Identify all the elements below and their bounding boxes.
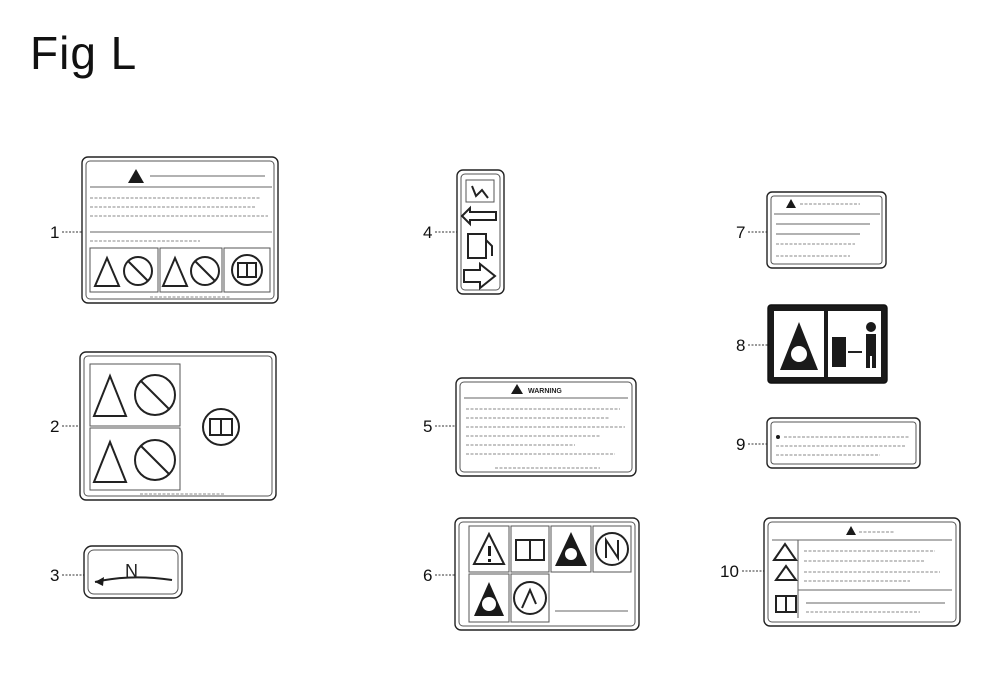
callout-4-number: 4 <box>423 223 432 242</box>
warning-triangle-icon <box>511 384 523 394</box>
callout-7: 7 <box>736 223 768 242</box>
callout-1: 1 <box>50 223 82 242</box>
callout-5: 5 <box>423 417 457 436</box>
prohibition-icon <box>513 581 547 615</box>
direction-letter: N <box>125 561 138 581</box>
warning-triangle-icon <box>92 373 128 417</box>
warning-triangle-icon <box>93 255 121 287</box>
callout-8-number: 8 <box>736 336 745 355</box>
callout-10: 10 <box>720 562 764 581</box>
manual-book-icon <box>231 254 263 286</box>
direction-arrow-icon <box>460 205 497 227</box>
warning-triangle-icon <box>128 169 144 183</box>
callout-10-number: 10 <box>720 562 739 581</box>
warning-triangle-icon <box>92 439 128 483</box>
callout-3: 3 <box>50 566 84 585</box>
thrown-object-icon <box>774 564 798 581</box>
decal-6 <box>454 517 640 631</box>
warning-triangle-icon <box>472 531 506 565</box>
warning-triangle-icon <box>772 542 798 561</box>
decal-5: WARNING <box>455 377 637 477</box>
callout-6: 6 <box>423 566 457 585</box>
manual-book-icon <box>202 408 240 446</box>
callout-6-number: 6 <box>423 566 432 585</box>
decal-3: N <box>83 545 183 599</box>
callout-8: 8 <box>736 336 770 355</box>
decal-8 <box>767 304 888 384</box>
callout-2-number: 2 <box>50 417 59 436</box>
decal-7 <box>766 191 887 269</box>
warning-triangle-icon <box>846 526 856 535</box>
figure-title: Fig L <box>30 27 138 79</box>
callout-3-number: 3 <box>50 566 59 585</box>
fuel-icon <box>467 233 487 259</box>
callout-2: 2 <box>50 417 80 436</box>
callout-9-number: 9 <box>736 435 745 454</box>
prohibition-icon <box>134 439 176 481</box>
callout-9: 9 <box>736 435 768 454</box>
warning-triangle-icon <box>161 255 189 287</box>
decal-10 <box>763 517 961 627</box>
callout-5-number: 5 <box>423 417 432 436</box>
decal-2 <box>79 351 277 501</box>
prohibition-icon <box>190 256 220 286</box>
decal-9 <box>766 417 921 469</box>
decal-1 <box>81 156 279 304</box>
direction-arrow-icon <box>463 261 497 291</box>
callout-7-number: 7 <box>736 223 745 242</box>
prohibition-icon <box>134 374 176 416</box>
callout-4: 4 <box>423 223 458 242</box>
warning-triangle-icon <box>786 199 796 208</box>
decal-4 <box>456 169 505 295</box>
callout-1-number: 1 <box>50 223 59 242</box>
warning-heading: WARNING <box>528 388 562 395</box>
prohibition-icon <box>595 532 629 566</box>
prohibition-icon <box>123 256 153 286</box>
